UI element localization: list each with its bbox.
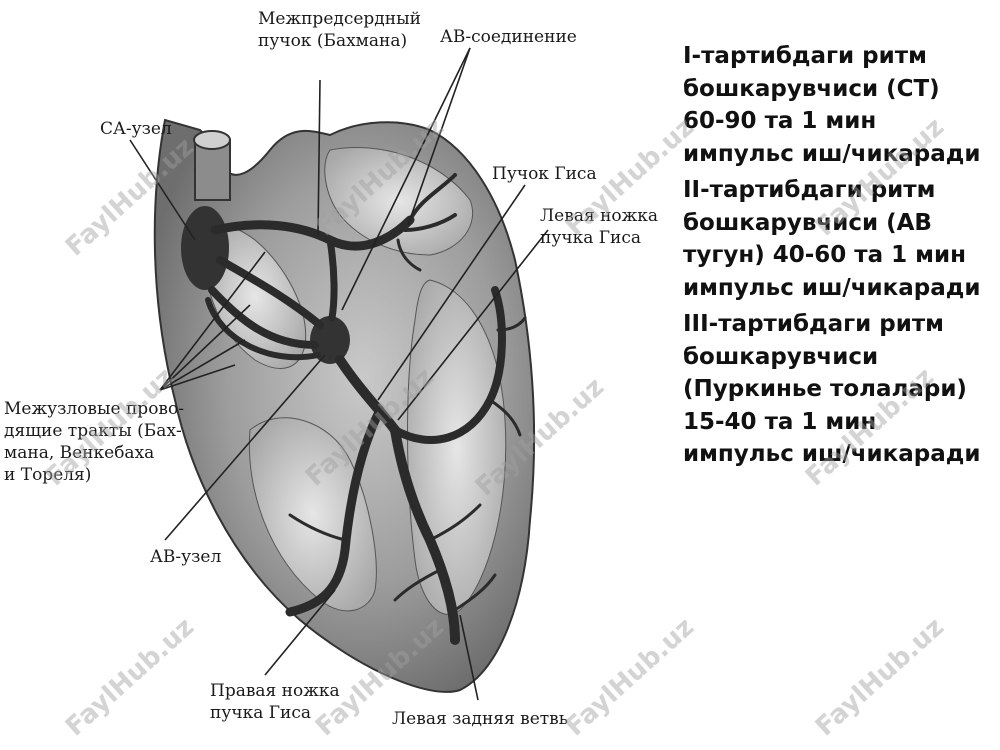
heart-conduction-diagram: Межпредсердный пучок (Бахмана) АВ-соедин… [4, 9, 659, 729]
label-left-posterior-fascicle: Левая задняя ветвь [392, 709, 569, 729]
label-av-node: АВ-узел [150, 547, 222, 567]
left-atrium-chamber [324, 146, 474, 256]
leader-lines [129, 47, 549, 701]
label-av-junction: АВ-соединение [440, 27, 577, 47]
conduction-pathways [205, 173, 527, 645]
watermark: FaylHub.uz [810, 612, 950, 743]
label-right-bundle-branch: Правая ножка пучка Гиса [210, 681, 340, 723]
label-bachmann-bundle: Межпредсердный пучок (Бахмана) [258, 9, 421, 51]
pacemaker-text: I-тартибдаги ритм бошкарувчиси (СТ) 60-9… [683, 40, 983, 475]
pacemaker-second-order: II-тартибдаги ритм бошкарувчиси (АВ тугу… [683, 177, 981, 301]
pacemaker-third-order: III-тартибдаги ритм бошкарувчиси (Пуркин… [683, 311, 981, 467]
label-sa-node: СА-узел [100, 119, 172, 139]
label-his-bundle: Пучок Гиса [492, 164, 597, 184]
label-left-bundle-branch: Левая ножка пучка Гиса [540, 206, 659, 248]
sa-node [181, 206, 229, 290]
pacemaker-first-order: I-тартибдаги ритм бошкарувчиси (СТ) 60-9… [683, 43, 981, 167]
label-internodal-tracts: Межузловые прово- дящие тракты (Бах- ман… [4, 399, 184, 485]
